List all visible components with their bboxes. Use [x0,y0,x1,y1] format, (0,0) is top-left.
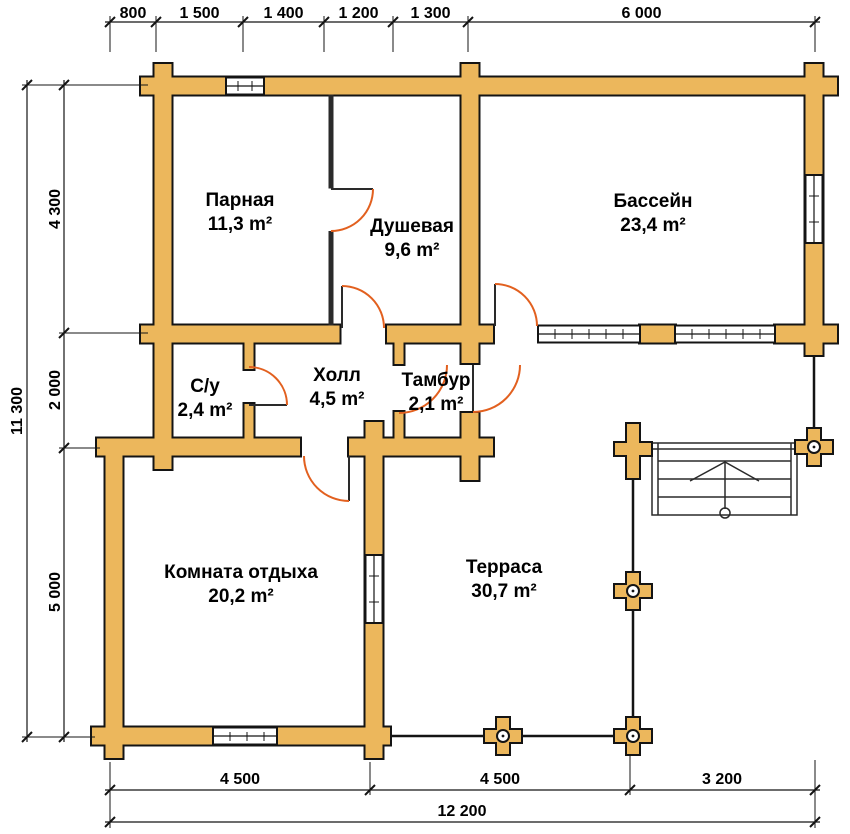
room-name: Комната отдыха [164,562,318,583]
window-bassein-bottom-left [537,324,641,344]
room-area: 4,5 m² [310,389,365,410]
dim-top-1500: 1 500 [179,5,219,22]
room-name: Тамбур [402,370,471,391]
room-name: Терраса [466,557,543,578]
dim-top-1300: 1 300 [410,5,450,22]
room-label-su: С/у 2,4 m² [178,376,233,421]
dim-top-1400: 1 400 [263,5,303,22]
door-parnaya [330,188,374,232]
room-area: 20,2 m² [208,586,273,607]
dim-left-2000: 2 000 [47,370,64,410]
dimension-left: 4 300 2 000 5 000 11 300 [9,79,148,743]
room-label-dushevaya: Душевая 9,6 m² [370,216,454,261]
window-parnaya [225,76,265,96]
room-label-holl: Холл 4,5 m² [310,365,365,410]
dim-left-5000: 5 000 [47,572,64,612]
partition-parnaya-dushevaya [328,94,334,326]
dim-left-total-11300: 11 300 [9,387,26,435]
room-label-parnaya: Парная 11,3 m² [206,190,275,235]
room-area: 9,6 m² [385,240,440,261]
dim-top-1200: 1 200 [338,5,378,22]
window-bassein-right [804,174,824,244]
partition-segment [328,94,334,189]
room-label-terrasa: Терраса 30,7 m² [466,557,543,602]
door-bassein [494,283,538,327]
room-area: 11,3 m² [208,214,272,235]
stairs-start-marker [719,507,731,519]
dim-bottom-4500a: 4 500 [220,771,260,788]
dim-top-800: 800 [120,5,147,22]
dim-left-4300: 4 300 [47,189,64,229]
room-area: 2,4 m² [178,400,233,421]
dimension-top: 800 1 500 1 400 1 200 1 300 6 000 [104,5,821,52]
door-su [248,366,288,406]
room-area: 23,4 m² [620,215,685,236]
room-name: Холл [313,365,361,386]
partition-segment [328,231,334,326]
dim-bottom-total-12200: 12 200 [438,803,487,820]
window-komnata-bottom [212,726,278,746]
dim-bottom-3200: 3 200 [702,771,742,788]
room-name: Парная [206,190,275,211]
window-komnata-right [364,554,384,624]
dimension-bottom: 4 500 4 500 3 200 12 200 [104,756,821,828]
room-area: 2,1 m² [409,394,464,415]
post-circle-dots [501,445,816,738]
room-name: Душевая [370,216,454,237]
door-dushevaya [341,285,385,329]
stairs [651,442,798,519]
room-label-bassein: Бассейн 23,4 m² [613,191,692,236]
room-name: Бассейн [613,191,692,212]
room-label-komnata-otdyha: Комната отдыха 20,2 m² [164,562,318,607]
door-komnata [303,455,350,502]
window-bassein-bottom-right [674,324,776,344]
room-label-tambur: Тамбур 2,1 m² [402,370,471,415]
room-name: С/у [190,376,220,397]
room-area: 30,7 m² [471,581,536,602]
door-tambur-hall [398,364,448,414]
dim-bottom-4500b: 4 500 [480,771,520,788]
door-tambur-exterior [472,364,521,413]
dim-top-6000: 6 000 [621,5,661,22]
